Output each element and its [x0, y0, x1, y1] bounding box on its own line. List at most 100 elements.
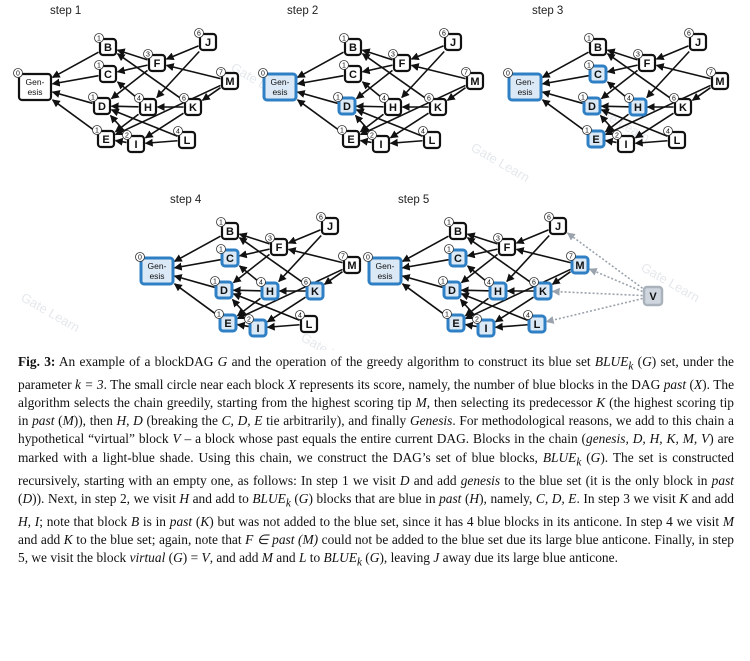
edge-C-Genesis: [401, 258, 449, 271]
block-label: C: [104, 69, 112, 81]
block-B: B1: [94, 33, 118, 57]
block-label: M: [575, 260, 584, 272]
edge-K-I: [634, 112, 674, 139]
edge-D-Genesis: [401, 274, 443, 289]
edge-J-F: [165, 45, 199, 61]
block-L: L4: [418, 126, 442, 150]
block-label: F: [276, 242, 283, 254]
block-label: I: [256, 323, 259, 335]
block-box: [448, 248, 468, 268]
block-label: L: [184, 135, 191, 147]
block-label: K: [189, 102, 197, 114]
watermark-text: Gate Learn: [19, 290, 83, 336]
score-value: 1: [97, 62, 101, 69]
block-label: esis: [272, 87, 287, 97]
score-circle: [438, 276, 448, 286]
score-circle: [418, 126, 428, 136]
block-M: M7: [461, 67, 485, 91]
score-circle: [122, 130, 132, 140]
score-value: 1: [441, 278, 445, 285]
score-value: 6: [182, 95, 186, 102]
score-value: 4: [259, 279, 263, 286]
block-box: [183, 97, 203, 117]
score-value: 3: [636, 51, 640, 58]
score-circle: [339, 33, 349, 43]
score-value: 4: [627, 95, 631, 102]
block-label: esis: [517, 87, 532, 97]
edge-L-I: [389, 138, 423, 147]
score-value: 4: [487, 279, 491, 286]
watermark-text: Gate Learn: [469, 140, 533, 186]
score-circle: [216, 244, 226, 254]
score-circle: [582, 125, 592, 135]
virtual-edge-M: [588, 268, 643, 293]
edge-K-B: [238, 237, 306, 285]
score-value: 1: [95, 127, 99, 134]
block-box: [305, 281, 325, 301]
edge-M-E: [464, 268, 571, 320]
edge-M-F: [287, 247, 343, 264]
block-M: M7: [566, 251, 590, 275]
block-box: [343, 64, 363, 84]
block-box: [442, 280, 462, 300]
block-box: [616, 134, 636, 154]
block-box: [98, 37, 118, 57]
score-value: 4: [421, 128, 425, 135]
edge-F-C: [116, 64, 148, 75]
block-label: F: [399, 58, 406, 70]
edge-K-B: [466, 237, 534, 285]
edge-D-Genesis: [51, 90, 93, 105]
block-box: [138, 97, 158, 117]
virtual-edge-L: [545, 297, 643, 324]
score-circle: [624, 93, 634, 103]
edge-L-D: [355, 108, 423, 137]
score-value: 7: [709, 69, 713, 76]
block-box: [177, 130, 197, 150]
score-value: 1: [587, 62, 591, 69]
edge-C-Genesis: [541, 74, 589, 87]
edge-E-Genesis: [173, 283, 219, 317]
block-label: K: [679, 102, 687, 114]
block-K: K6: [179, 93, 203, 117]
block-label: esis: [149, 271, 164, 281]
edge-K-B: [116, 53, 184, 101]
block-box: [139, 256, 175, 286]
edge-H-D: [232, 286, 261, 295]
score-value: 1: [91, 94, 95, 101]
score-value: 3: [268, 235, 272, 242]
score-value: 3: [146, 51, 150, 58]
block-E: E1: [214, 309, 238, 333]
edge-F-D: [460, 253, 498, 284]
block-F: F3: [265, 233, 289, 257]
block-box: [488, 281, 508, 301]
edge-M-K: [323, 271, 343, 285]
score-circle: [444, 244, 454, 254]
block-label: Gen-: [26, 77, 45, 87]
edge-M-K: [446, 87, 466, 101]
block-label: J: [555, 221, 561, 233]
block-box: [320, 216, 340, 236]
block-label: M: [715, 76, 724, 88]
edge-F-B: [466, 232, 498, 245]
block-K: K6: [529, 277, 553, 301]
score-value: 4: [176, 128, 180, 135]
score-value: 2: [125, 132, 129, 139]
block-M: M7: [706, 67, 730, 91]
virtual-block-label: V: [649, 291, 657, 303]
block-J: J6: [194, 28, 218, 52]
edge-J-H: [278, 234, 322, 283]
edge-B-Genesis: [51, 51, 99, 79]
block-label: J: [205, 37, 211, 49]
block-box: [299, 314, 319, 334]
score-value: 7: [341, 253, 345, 260]
score-circle: [143, 49, 153, 59]
score-value: 2: [615, 132, 619, 139]
edge-F-C: [238, 248, 270, 259]
block-I: I2: [472, 314, 496, 338]
block-label: D: [220, 285, 228, 297]
edge-J-H: [156, 50, 200, 99]
block-label: E: [102, 134, 109, 146]
